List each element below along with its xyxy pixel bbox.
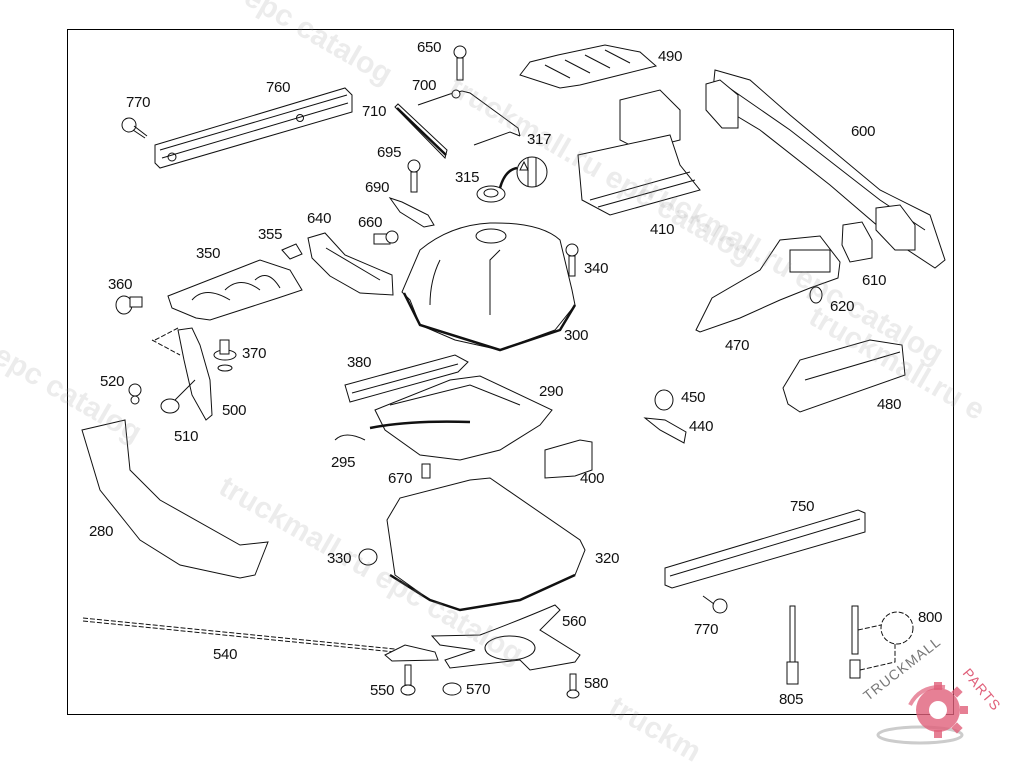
callout-600[interactable]: 600 xyxy=(851,123,876,140)
part-300-spare-wheel-well[interactable] xyxy=(401,222,577,352)
callout-360[interactable]: 360 xyxy=(108,276,133,293)
part-500-bracket[interactable] xyxy=(151,327,213,421)
callout-640[interactable]: 640 xyxy=(307,210,332,227)
callout-317[interactable]: 317 xyxy=(527,131,552,148)
callout-550[interactable]: 550 xyxy=(370,682,395,699)
part-540-strip[interactable] xyxy=(82,617,439,662)
callout-620[interactable]: 620 xyxy=(830,298,855,315)
callout-300[interactable]: 300 xyxy=(564,327,589,344)
part-490-tray[interactable] xyxy=(519,44,658,89)
part-760-crossmember[interactable] xyxy=(154,87,353,169)
callout-440[interactable]: 440 xyxy=(689,418,714,435)
part-620-grommet[interactable] xyxy=(809,286,823,304)
part-280-longitudinal[interactable] xyxy=(81,419,269,579)
callout-670[interactable]: 670 xyxy=(388,470,413,487)
callout-760[interactable]: 760 xyxy=(266,79,291,96)
callout-340[interactable]: 340 xyxy=(584,260,609,277)
callout-355[interactable]: 355 xyxy=(258,226,283,243)
part-470-side-member[interactable] xyxy=(695,235,841,333)
callout-370[interactable]: 370 xyxy=(242,345,267,362)
callout-290[interactable]: 290 xyxy=(539,383,564,400)
callout-410[interactable]: 410 xyxy=(650,221,675,238)
callout-540[interactable]: 540 xyxy=(213,646,238,663)
part-290-floor-panel[interactable] xyxy=(369,375,553,461)
callout-570[interactable]: 570 xyxy=(466,681,491,698)
callout-610[interactable]: 610 xyxy=(862,272,887,289)
part-440-bracket[interactable] xyxy=(643,417,687,444)
callout-660[interactable]: 660 xyxy=(358,214,383,231)
callout-695[interactable]: 695 xyxy=(377,144,402,161)
part-800-stud-kit[interactable] xyxy=(849,605,914,679)
callout-380[interactable]: 380 xyxy=(347,354,372,371)
parts-diagram xyxy=(81,44,946,699)
callout-650[interactable]: 650 xyxy=(417,39,442,56)
part-600-side-rail[interactable] xyxy=(705,69,946,269)
part-805-stud[interactable] xyxy=(786,605,799,685)
part-520-clip[interactable] xyxy=(128,383,142,405)
callout-470[interactable]: 470 xyxy=(725,337,750,354)
part-750-crossmember[interactable] xyxy=(664,509,866,589)
callout-500[interactable]: 500 xyxy=(222,402,247,419)
part-360-plug[interactable] xyxy=(115,295,143,315)
part-340-bolt[interactable] xyxy=(565,243,579,277)
callout-560[interactable]: 560 xyxy=(562,613,587,630)
part-400-cover[interactable] xyxy=(544,439,593,479)
callout-330[interactable]: 330 xyxy=(327,550,352,567)
callout-690[interactable]: 690 xyxy=(365,179,390,196)
part-410-battery-tray[interactable] xyxy=(577,89,701,216)
part-355-clip[interactable] xyxy=(281,243,303,260)
part-370-fastener[interactable] xyxy=(213,339,237,372)
part-380-rail[interactable] xyxy=(344,354,469,403)
part-695-bolt[interactable] xyxy=(407,159,421,193)
part-690-clip[interactable] xyxy=(388,197,435,228)
part-320-underbody-panel[interactable] xyxy=(386,477,586,612)
callout-805[interactable]: 805 xyxy=(779,691,804,708)
part-315-grommet[interactable] xyxy=(476,166,518,203)
part-295-clip[interactable] xyxy=(334,434,366,441)
part-670-pin[interactable] xyxy=(421,463,431,479)
part-660-plug[interactable] xyxy=(373,230,399,245)
callout-770-lower[interactable]: 770 xyxy=(694,621,719,638)
part-640-bracket[interactable] xyxy=(307,232,394,296)
part-710-strip[interactable] xyxy=(394,103,448,159)
callout-710[interactable]: 710 xyxy=(362,103,387,120)
part-450-nut[interactable] xyxy=(654,389,674,411)
callout-770[interactable]: 770 xyxy=(126,94,151,111)
callout-800[interactable]: 800 xyxy=(918,609,943,626)
part-580-bolt[interactable] xyxy=(566,673,580,699)
part-570-grommet[interactable] xyxy=(442,682,462,696)
callout-450[interactable]: 450 xyxy=(681,389,706,406)
callout-400[interactable]: 400 xyxy=(580,470,605,487)
callout-315[interactable]: 315 xyxy=(455,169,480,186)
gear-logo-icon xyxy=(876,682,968,745)
callout-580[interactable]: 580 xyxy=(584,675,609,692)
part-770-screw[interactable] xyxy=(121,117,148,139)
part-700-bracket[interactable] xyxy=(417,89,521,146)
callout-700[interactable]: 700 xyxy=(412,77,437,94)
part-317-label-detail[interactable] xyxy=(516,156,548,188)
callout-480[interactable]: 480 xyxy=(877,396,902,413)
part-350-panel[interactable] xyxy=(167,259,303,321)
part-550-bolt[interactable] xyxy=(400,664,416,696)
callout-280[interactable]: 280 xyxy=(89,523,114,540)
part-770-screw-lower[interactable] xyxy=(702,595,728,614)
part-330-grommet[interactable] xyxy=(358,548,378,566)
callout-320[interactable]: 320 xyxy=(595,550,620,567)
callout-520[interactable]: 520 xyxy=(100,373,125,390)
part-650-bolt[interactable] xyxy=(453,45,467,81)
truckmall-logo: TRUCKMALL PARTS xyxy=(860,633,1024,750)
callout-350[interactable]: 350 xyxy=(196,245,221,262)
callout-295[interactable]: 295 xyxy=(331,454,356,471)
part-610-plate[interactable] xyxy=(841,221,873,263)
part-510-grommet[interactable] xyxy=(160,379,196,414)
callout-510[interactable]: 510 xyxy=(174,428,199,445)
callout-750[interactable]: 750 xyxy=(790,498,815,515)
part-560-carrier[interactable] xyxy=(430,604,581,671)
part-480-floor-member[interactable] xyxy=(782,339,906,413)
callout-490[interactable]: 490 xyxy=(658,48,683,65)
